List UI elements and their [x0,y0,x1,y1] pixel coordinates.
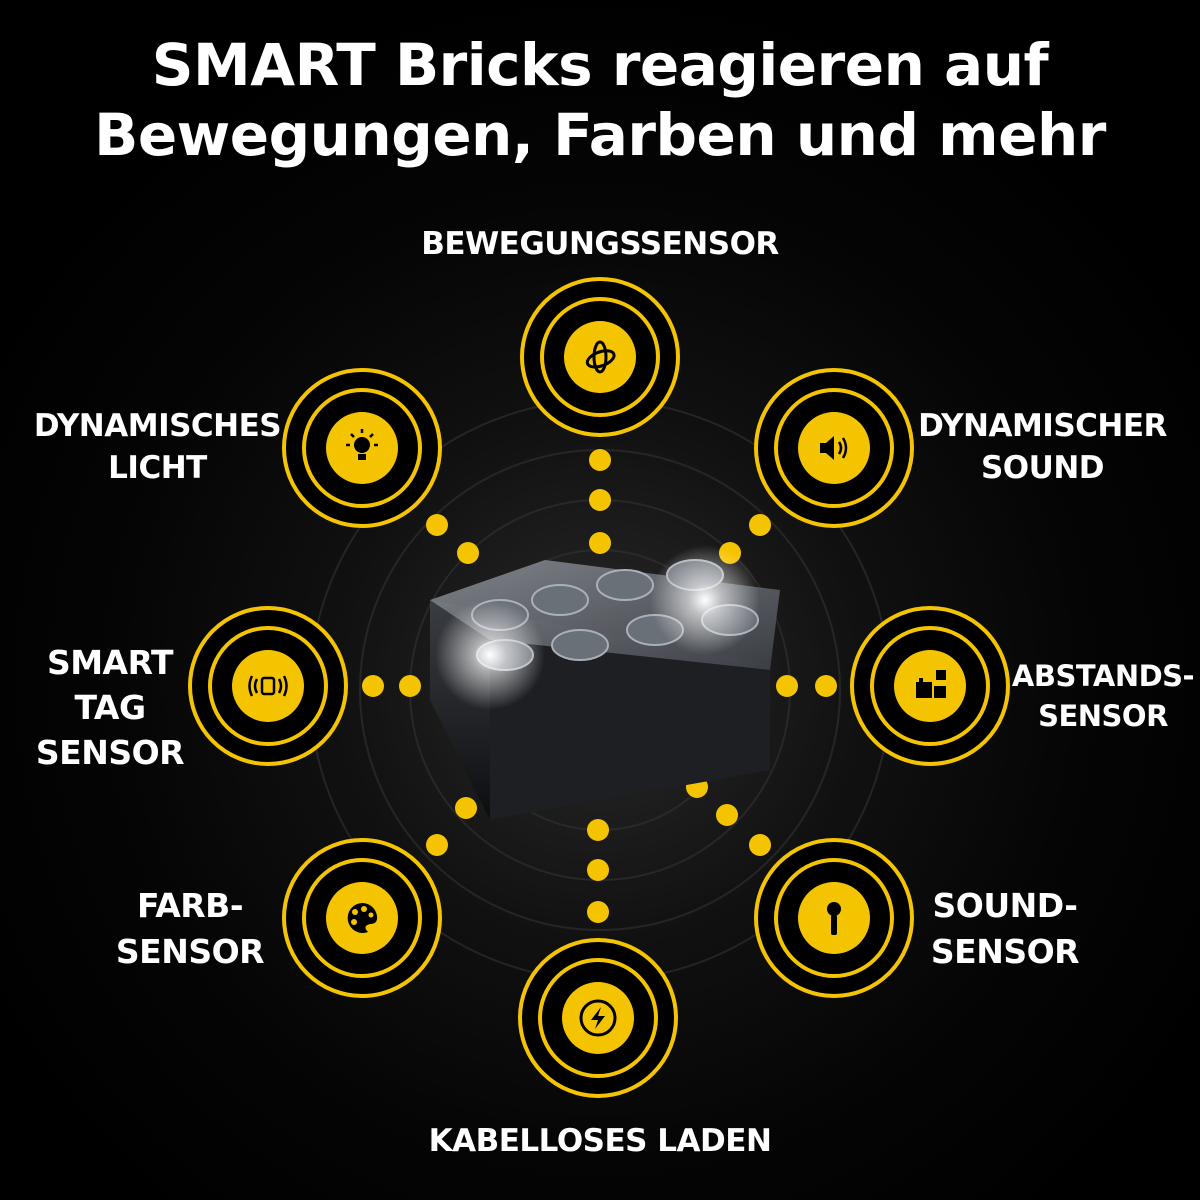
feature-node-color [282,838,442,998]
connector-dot [587,859,609,881]
label-abstandssensor: ABSTANDS- SENSOR [1008,656,1198,736]
connector-dot [589,489,611,511]
feature-node-tag [188,606,348,766]
connector-dot [362,675,384,697]
connector-dot [587,819,609,841]
label-kabelloses-laden: KABELLOSES LADEN [380,1120,820,1162]
label-line: ABSTANDS- [1011,659,1195,693]
label-line: SENSOR [35,733,185,772]
lightning-icon [579,999,617,1037]
inner-ring [302,388,422,508]
icon-disc [232,650,304,722]
inner-ring [870,626,990,746]
label-soundsensor: SOUND- SENSOR [920,883,1090,975]
inner-ring [540,297,660,417]
connector-dots [362,449,837,923]
inner-ring [774,858,894,978]
connector-dot [749,514,771,536]
connector-dot [776,675,798,697]
label-bewegungssensor: BEWEGUNGSSENSOR [400,223,800,265]
feature-node-motion [520,277,680,437]
label-line: SOUND [980,450,1105,486]
feature-node-light [282,368,442,528]
label-line: SENSOR [115,932,265,971]
microphone-icon [827,902,841,935]
icon-disc [564,321,636,393]
label-line: LICHT [108,450,207,486]
feature-node-charging [518,938,678,1098]
light-bulb-icon [346,429,378,460]
feature-node-soundsensor [754,838,914,998]
label-line: SENSOR [930,932,1080,971]
connector-dot [399,675,421,697]
connector-dot [426,834,448,856]
headline: SMART Bricks reagieren auf Bewegungen, F… [0,30,1200,170]
label-line: KABELLOSES LADEN [428,1123,772,1159]
connector-dot [457,542,479,564]
label-line: BEWEGUNGSSENSOR [421,226,779,262]
feature-node-sound [754,368,914,528]
inner-ring [774,388,894,508]
inner-ring [208,626,328,746]
palette-icon [347,902,378,933]
inner-ring [302,858,422,978]
feature-node-distance [850,606,1010,766]
label-line: DYNAMISCHER [918,408,1167,444]
connector-dot [749,834,771,856]
label-dynamisches-licht: DYNAMISCHES LICHT [30,405,285,489]
speaker-icon [820,436,848,460]
label-line: SMART [46,643,174,682]
distance-bricks-icon [916,670,946,698]
connector-dot [589,449,611,471]
motion-sensor-icon [585,340,616,374]
label-line: FARB- [136,886,244,925]
label-line: DYNAMISCHES [33,408,282,444]
connector-dot [815,675,837,697]
smart-brick-image [430,545,780,820]
label-dynamischer-sound: DYNAMISCHER SOUND [915,405,1170,489]
label-smart-tag-sensor: SMART TAG SENSOR [20,640,200,775]
connector-dot [716,804,738,826]
connector-dot [587,901,609,923]
label-farbsensor: FARB- SENSOR [105,883,275,975]
headline-line-1: SMART Bricks reagieren auf [151,31,1049,99]
connector-dot [589,532,611,554]
label-line: SENSOR [1038,699,1168,733]
connector-dot [426,514,448,536]
inner-ring [538,958,658,1078]
connector-dot [455,797,477,819]
label-line: SOUND- [932,886,1078,925]
headline-line-2: Bewegungen, Farben und mehr [94,101,1106,169]
label-line: TAG [74,688,146,727]
smart-tag-icon [248,675,288,697]
